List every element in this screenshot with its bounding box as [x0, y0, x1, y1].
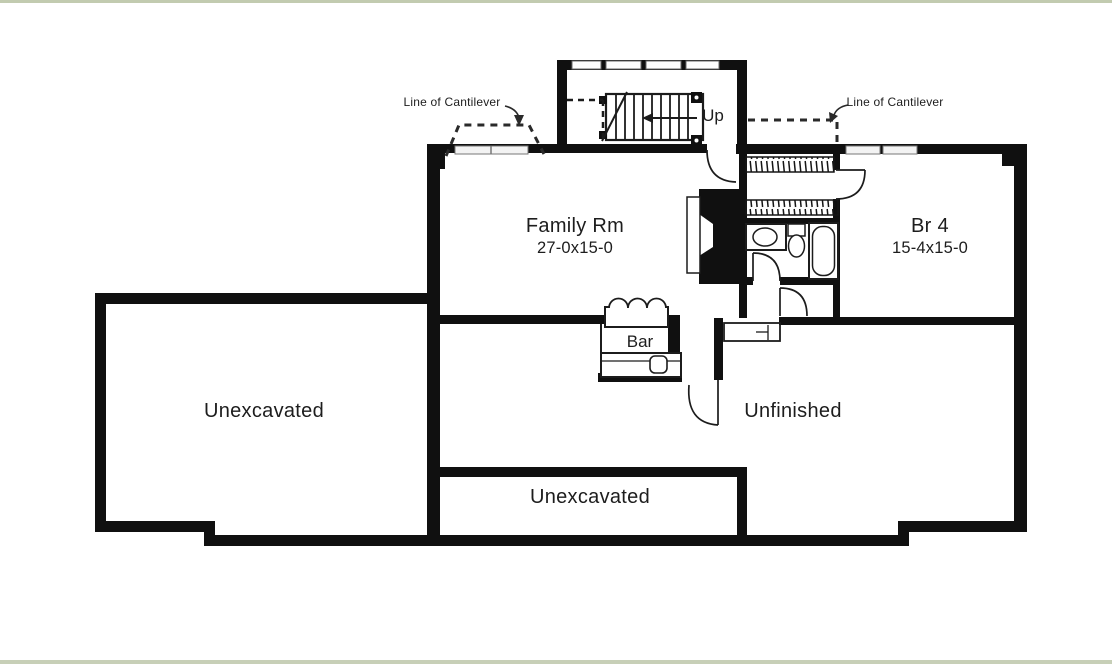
fireplace	[686, 189, 739, 284]
unexcavated-bottom-label: Unexcavated	[530, 486, 650, 508]
stairs-up-label: Up	[702, 106, 724, 125]
family-room-dimensions: 27-0x15-0	[537, 239, 613, 257]
stair-direction-arrow	[642, 113, 697, 123]
cantilever-arrowhead	[829, 112, 838, 123]
closet	[745, 156, 839, 216]
door-bedroom4-hall	[779, 287, 808, 317]
hearth	[686, 196, 701, 274]
cantilever-left: Line of Cantilever	[404, 95, 546, 157]
doors	[687, 149, 866, 426]
scan-artifact-top	[0, 0, 1112, 3]
sink-basin	[752, 227, 778, 247]
window-stair-bay	[571, 60, 720, 70]
scan-artifact-bottom	[0, 660, 1112, 664]
family-room-name: Family Rm	[526, 215, 624, 237]
window-family-room	[454, 145, 529, 155]
chimney-mass	[699, 189, 739, 284]
bar-stools	[608, 297, 667, 309]
bar-counter-lower	[600, 352, 682, 378]
bar-area	[600, 297, 682, 378]
cantilever-left-label: Line of Cantilever	[404, 95, 501, 109]
window-bedroom4	[845, 145, 918, 155]
bathroom	[745, 222, 839, 280]
bathtub-basin	[811, 225, 836, 277]
cantilever-leader	[833, 104, 849, 116]
bedroom4-name: Br 4	[911, 215, 949, 237]
bar-sink	[649, 355, 668, 374]
windows	[454, 60, 918, 155]
bar-label: Bar	[627, 332, 654, 351]
toilet-bowl	[787, 234, 806, 258]
stair-break-line	[601, 91, 628, 142]
door-bathroom	[752, 252, 781, 282]
closet-rod-shelf	[745, 199, 839, 216]
unexcavated-left-label: Unexcavated	[204, 400, 324, 422]
staircase	[567, 91, 705, 146]
cantilever-right: Line of Cantilever	[748, 95, 944, 145]
door-hall-to-unfinished	[687, 380, 719, 426]
room-labels: Family Rm 27-0x15-0 Br 4 15-4x15-0 Unexc…	[204, 215, 968, 508]
door-closet	[835, 169, 866, 200]
stair-dashed-continuation	[567, 98, 605, 138]
cantilever-right-label: Line of Cantilever	[847, 95, 944, 109]
unfinished-label: Unfinished	[744, 400, 842, 422]
closet-rod-shelf	[745, 156, 835, 173]
cantilever-arrowhead	[514, 115, 524, 126]
cantilever-dashed-line	[444, 123, 546, 157]
cantilever-dashed-line	[748, 118, 839, 145]
utility-cabinet	[723, 322, 781, 342]
bedroom4-dimensions: 15-4x15-0	[892, 239, 968, 257]
door-arc-stairs-to-family-room	[706, 149, 737, 183]
bar-counter-top	[604, 306, 669, 328]
toilet-tank	[787, 223, 806, 237]
